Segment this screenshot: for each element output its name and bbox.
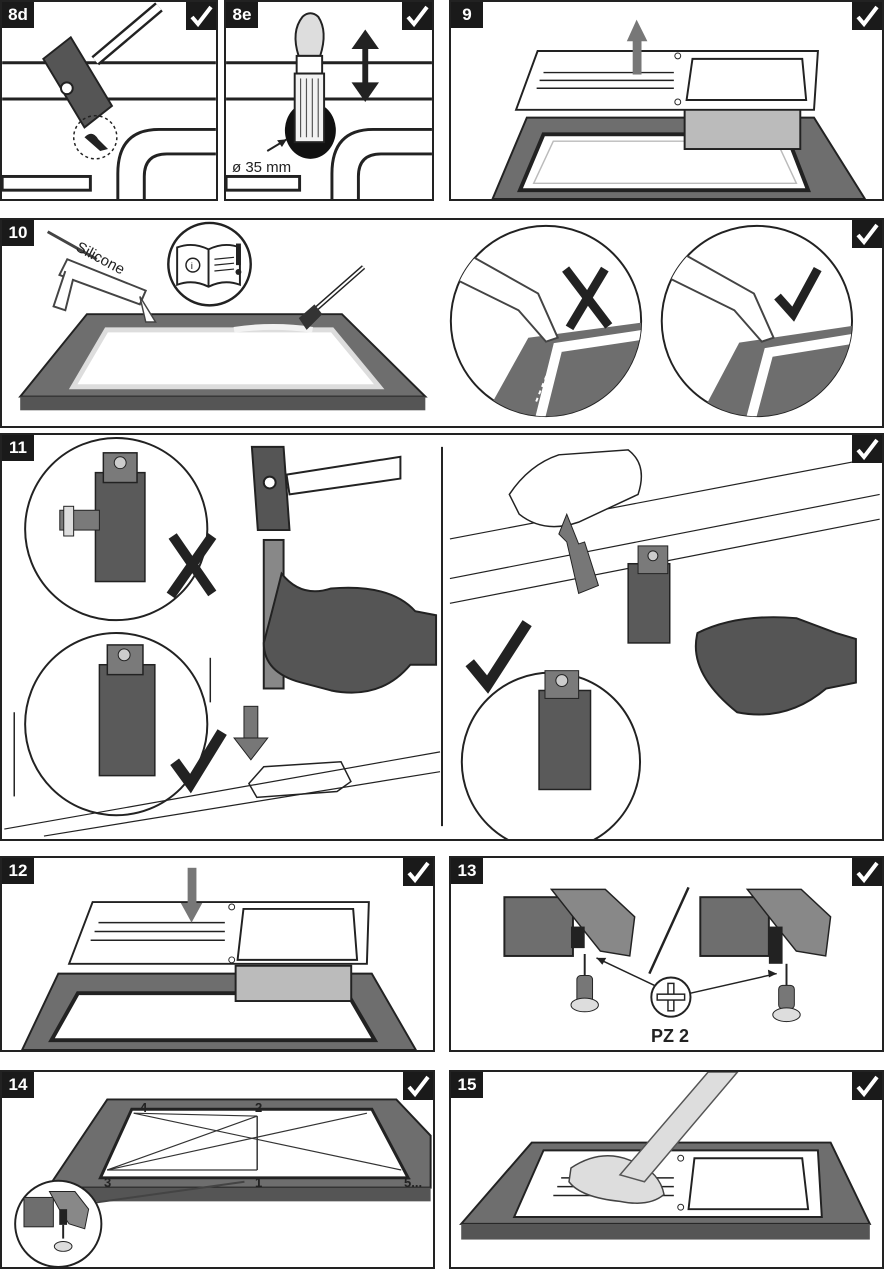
step-number: 8e — [226, 2, 258, 28]
step-number: 12 — [2, 858, 34, 884]
svg-text:i: i — [191, 261, 193, 271]
screw-icon — [570, 954, 599, 1013]
checkmark-icon — [852, 2, 882, 30]
up-arrow-icon — [626, 19, 648, 75]
silicone-application-illustration: i — [18, 221, 854, 418]
hammer-icon — [250, 445, 402, 532]
diameter-label: ø 35 mm — [232, 159, 292, 176]
glove-icon — [262, 571, 438, 694]
sequence-label-4: 4 — [140, 1100, 148, 1115]
panel-15: 15 — [449, 1070, 884, 1269]
drilling-illustration — [226, 12, 432, 199]
tightening-sequence-illustration — [14, 1098, 432, 1267]
up-arrow-icon — [558, 512, 600, 595]
step-number: 14 — [2, 1072, 34, 1098]
clip-icon — [59, 452, 146, 583]
checkmark-icon — [403, 858, 433, 886]
checkmark-icon — [852, 1072, 882, 1100]
panel-10: 10 i — [0, 218, 884, 428]
down-arrow-icon — [233, 705, 269, 761]
sequence-label-2: 2 — [255, 1100, 263, 1115]
brush-icon — [298, 265, 366, 330]
cleaning-illustration — [459, 1072, 872, 1240]
manual-icon: i — [167, 221, 252, 307]
panel-13: 13 PZ 2 — [449, 856, 884, 1052]
wrong-clip-circle — [24, 436, 217, 622]
panel-8d: 8d — [0, 0, 218, 201]
sink-insert-illustration — [20, 867, 417, 1050]
step-number: 13 — [451, 858, 483, 884]
sequence-label-3: 3 — [104, 1175, 112, 1190]
clip-screw-illustration — [503, 886, 832, 1023]
checkmark-icon — [852, 858, 882, 886]
screwdriver-size-label: PZ 2 — [651, 1026, 690, 1046]
correct-clip-circle-right — [460, 620, 642, 839]
hammer-strike-illustration — [2, 2, 216, 199]
step-number: 11 — [2, 435, 34, 461]
correct-clip-circle — [13, 632, 227, 817]
wrong-method-circle — [449, 224, 643, 418]
clip-mounting-illustration — [4, 436, 880, 839]
detail-magnifier-circle — [14, 1179, 103, 1267]
sequence-label-1: 1 — [255, 1175, 263, 1190]
checkmark-icon — [852, 435, 882, 463]
sequence-label-5: 5... — [404, 1175, 423, 1190]
down-arrow-icon — [180, 867, 203, 923]
panel-8e: 8e ø 35 mm — [224, 0, 434, 201]
correct-method-circle — [660, 224, 854, 418]
up-down-arrow-icon — [351, 29, 379, 102]
silicone-gun-icon — [46, 230, 157, 323]
pozidriv-icon — [650, 976, 692, 1018]
step-number: 15 — [451, 1072, 483, 1098]
step-number: 9 — [451, 2, 483, 28]
step-number: 10 — [2, 220, 34, 246]
checkmark-icon — [402, 2, 432, 30]
screw-icon — [772, 963, 801, 1023]
drill-icon — [293, 12, 326, 144]
sink-lift-illustration — [491, 19, 867, 199]
hammer-icon — [42, 2, 163, 129]
panel-12: 12 — [0, 856, 435, 1052]
step-number: 8d — [2, 2, 34, 28]
panel-14: 14 1 2 3 4 5... — [0, 1070, 435, 1269]
panel-11: 11 — [0, 433, 884, 841]
checkmark-icon — [186, 2, 216, 30]
checkmark-icon — [852, 220, 882, 248]
panel-9: 9 — [449, 0, 884, 201]
checkmark-icon — [403, 1072, 433, 1100]
